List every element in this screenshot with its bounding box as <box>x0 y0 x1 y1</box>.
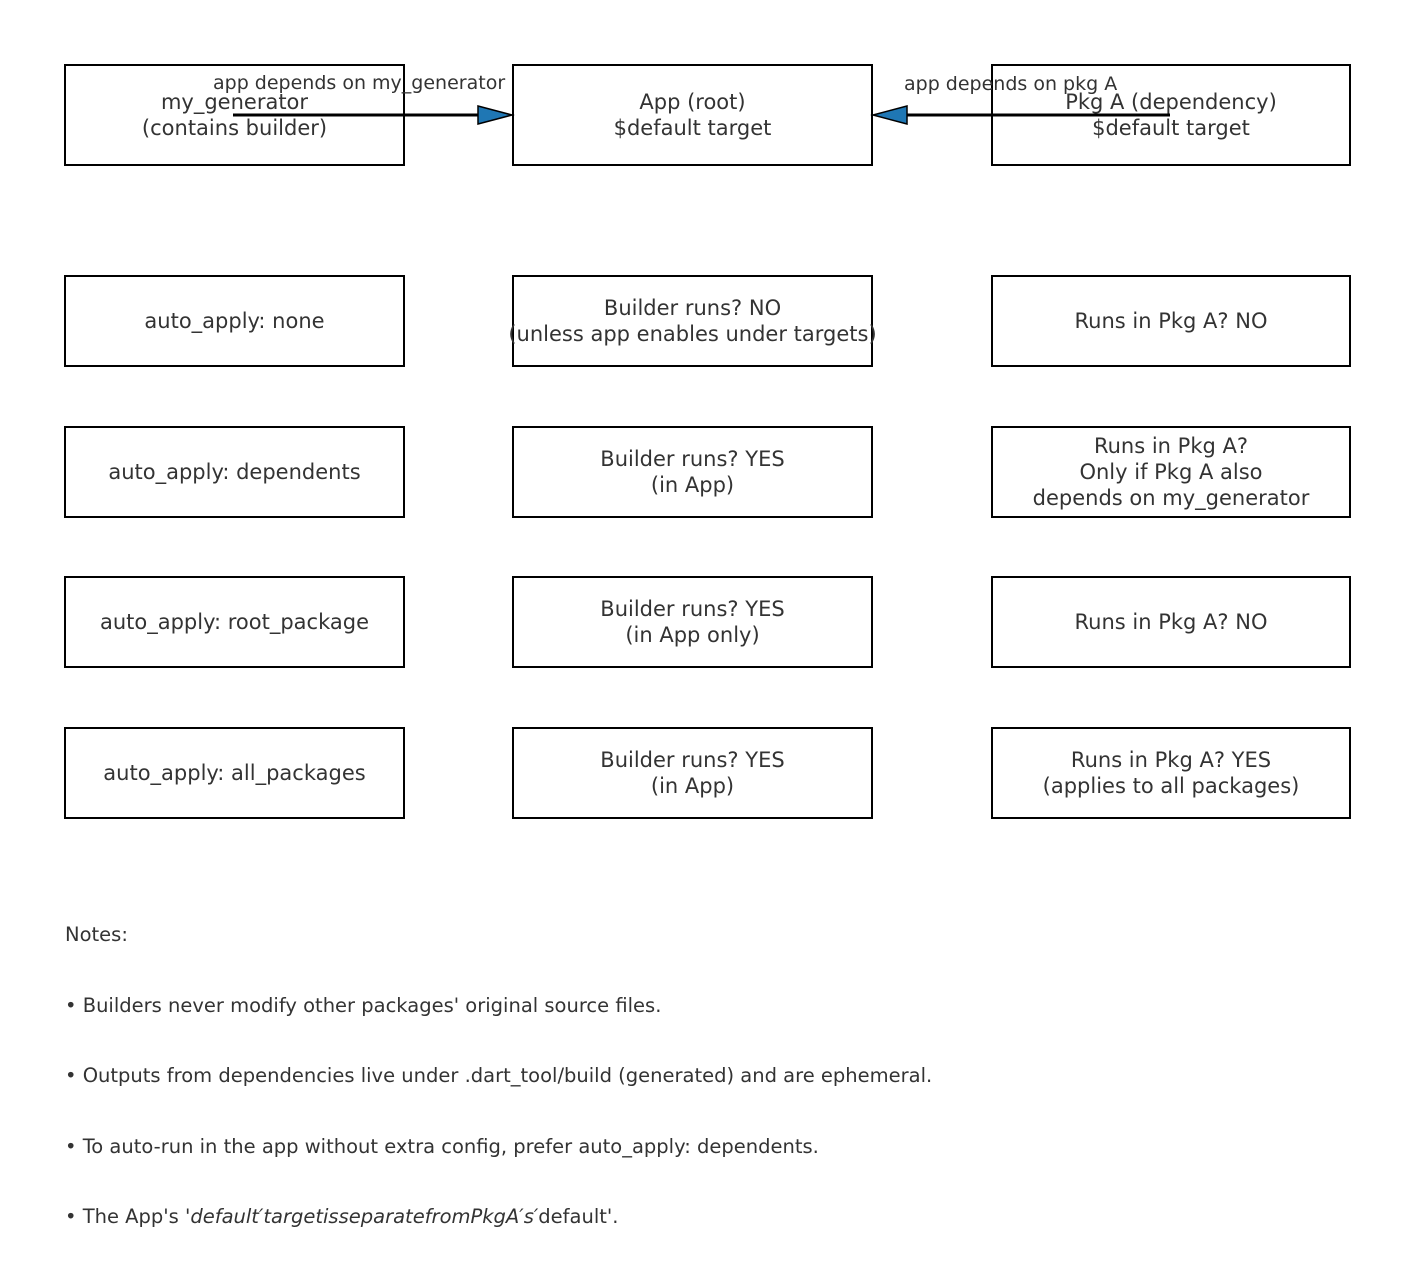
pkg-result-label: Runs in Pkg A? NO <box>1074 610 1268 634</box>
app-result-box-none: Builder runs? NO (unless app enables und… <box>508 275 877 367</box>
mode-box-none: auto_apply: none <box>64 275 405 367</box>
app-result-label: Builder runs? YES (in App) <box>600 748 785 798</box>
mode-label: auto_apply: dependents <box>108 460 361 484</box>
node-pkg-a-label: Pkg A (dependency) $default target <box>1065 90 1277 140</box>
note-line: • To auto-run in the app without extra c… <box>65 1134 819 1158</box>
mode-box-all-packages: auto_apply: all_packages <box>64 727 405 819</box>
pkg-result-box-root-package: Runs in Pkg A? NO <box>991 576 1351 668</box>
notes-heading: Notes: <box>65 923 128 946</box>
mode-label: auto_apply: root_package <box>99 610 370 634</box>
app-result-box-root-package: Builder runs? YES (in App only) <box>512 576 873 668</box>
edge-generator-to-app-label: app depends on my_generator <box>213 72 506 94</box>
node-my-generator-label: my_generator (contains builder) <box>141 90 328 140</box>
app-result-label: Builder runs? NO (unless app enables und… <box>508 296 877 346</box>
note-line-4-prefix: • The App's ' <box>65 1205 191 1228</box>
app-result-label: Builder runs? YES (in App only) <box>600 597 785 647</box>
mode-label: auto_apply: none <box>144 309 325 333</box>
diagram-canvas: my_generator (contains builder) App (roo… <box>64 64 1351 1228</box>
edge-generator-to-app-arrowhead <box>477 105 515 125</box>
node-app-root-label: App (root) $default target <box>613 90 772 140</box>
mode-label: auto_apply: all_packages <box>103 761 366 785</box>
note-line: • Builders never modify other packages' … <box>65 993 662 1017</box>
pkg-result-label: Runs in Pkg A? NO <box>1074 309 1268 333</box>
edge-pkg-a-to-app-label: app depends on pkg A <box>904 73 1118 95</box>
pkg-result-box-all-packages: Runs in Pkg A? YES (applies to all packa… <box>991 727 1351 819</box>
app-result-box-all-packages: Builder runs? YES (in App) <box>512 727 873 819</box>
mode-box-root-package: auto_apply: root_package <box>64 576 405 668</box>
app-result-label: Builder runs? YES (in App) <box>600 447 785 497</box>
pkg-result-box-dependents: Runs in Pkg A? Only if Pkg A also depend… <box>991 426 1351 518</box>
pkg-result-label: Runs in Pkg A? Only if Pkg A also depend… <box>1032 434 1310 510</box>
app-result-box-dependents: Builder runs? YES (in App) <box>512 426 873 518</box>
note-line: • Outputs from dependencies live under .… <box>65 1064 933 1087</box>
note-line-4-italic: default′targetisseparatefromPkgA′s′ <box>190 1205 539 1228</box>
mode-box-dependents: auto_apply: dependents <box>64 426 405 518</box>
edge-pkg-a-to-app-arrowhead <box>870 105 908 125</box>
node-app-root: App (root) $default target <box>512 64 873 166</box>
notes-block: Notes: • Builders never modify other pac… <box>65 876 932 1276</box>
pkg-result-label: Runs in Pkg A? YES (applies to all packa… <box>1042 748 1300 798</box>
note-line-4: • The App's 'default′targetisseparatefro… <box>65 1205 932 1229</box>
pkg-result-box-none: Runs in Pkg A? NO <box>991 275 1351 367</box>
note-line-4-suffix: default'. <box>538 1205 619 1228</box>
